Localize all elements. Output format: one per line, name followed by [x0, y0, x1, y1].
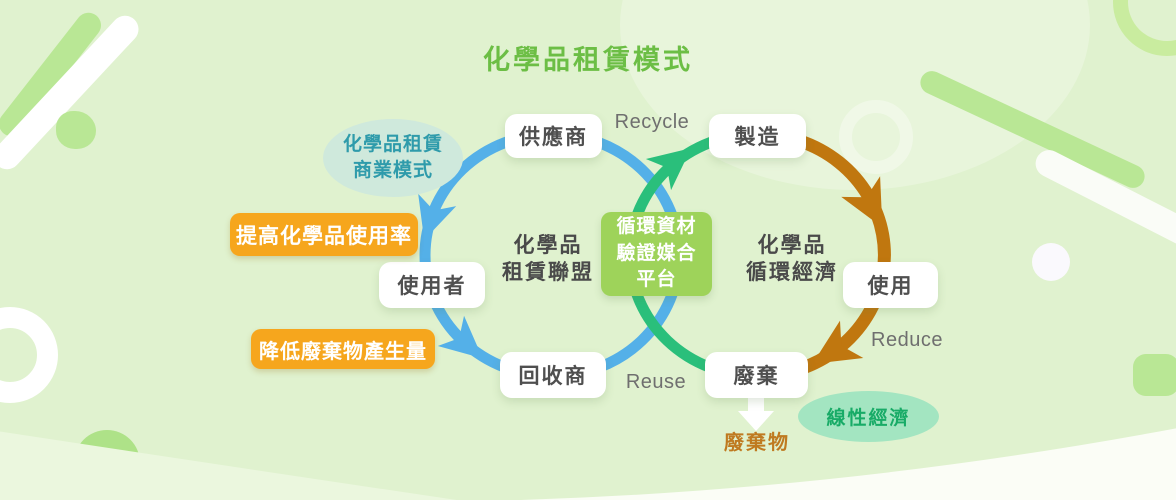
orange-arrowhead-icon: [841, 176, 902, 238]
waste-output-label: 廢棄物: [724, 432, 790, 454]
platform-line: 驗證媒合: [616, 242, 697, 264]
node-user-label: 使用者: [397, 275, 467, 298]
left-cycle-name-line: 租賃聯盟: [502, 260, 594, 284]
decor-green-blob-top-left: [56, 111, 96, 149]
platform-line: 平台: [636, 269, 677, 291]
linear-flow-arc: [756, 127, 891, 376]
decor-white-circle-right: [1032, 243, 1070, 281]
node-dispose-label: 廢棄: [733, 365, 780, 388]
recycle-label: Recycle: [614, 111, 690, 133]
benefit-badge-usage-label: 提高化學品使用率: [236, 224, 412, 248]
node-supplier-label: 供應商: [519, 126, 588, 149]
business-model-line: 商業模式: [352, 160, 433, 181]
decor-light-band-bottom-left: [0, 431, 457, 500]
left-cycle-name: 化學品 租賃聯盟: [488, 233, 608, 287]
node-supplier: 供應商: [505, 114, 602, 158]
right-cycle-name: 化學品 循環經濟: [732, 233, 852, 287]
node-recycler: 回收商: [500, 352, 606, 398]
node-manufacture: 製造: [709, 114, 806, 158]
node-manufacture-label: 製造: [734, 126, 781, 149]
reuse-label: Reuse: [625, 371, 687, 393]
node-user: 使用者: [379, 262, 485, 308]
page-title: 化學品租賃模式: [483, 45, 693, 75]
node-use: 使用: [843, 262, 938, 308]
node-dispose: 廢棄: [705, 352, 808, 398]
decor-green-square-bottom-right: [1133, 354, 1176, 396]
business-model-oval: 化學品租賃 商業模式: [323, 119, 463, 197]
right-cycle-name-line: 化學品: [757, 234, 827, 257]
reduce-label: Reduce: [871, 329, 943, 351]
left-cycle-name-line: 化學品: [513, 234, 583, 257]
linear-economy-oval: 線性經濟: [798, 391, 939, 442]
benefit-badge-waste-label: 降低廢棄物產生量: [259, 340, 427, 363]
business-model-line: 化學品租賃: [342, 134, 443, 156]
platform-box: 循環資材 驗證媒合 平台: [601, 212, 712, 296]
decor-white-band-bottom-right: [520, 428, 1176, 500]
platform-line: 循環資材: [616, 216, 697, 238]
waste-down-arrow-icon: [738, 397, 774, 431]
right-cycle-name-line: 循環經濟: [746, 260, 838, 284]
node-recycler-label: 回收商: [518, 365, 588, 388]
linear-economy-label: 線性經濟: [826, 408, 911, 429]
node-use-label: 使用: [867, 275, 914, 298]
benefit-badge-waste: 降低廢棄物產生量: [251, 329, 435, 369]
benefit-badge-usage: 提高化學品使用率: [230, 213, 418, 256]
